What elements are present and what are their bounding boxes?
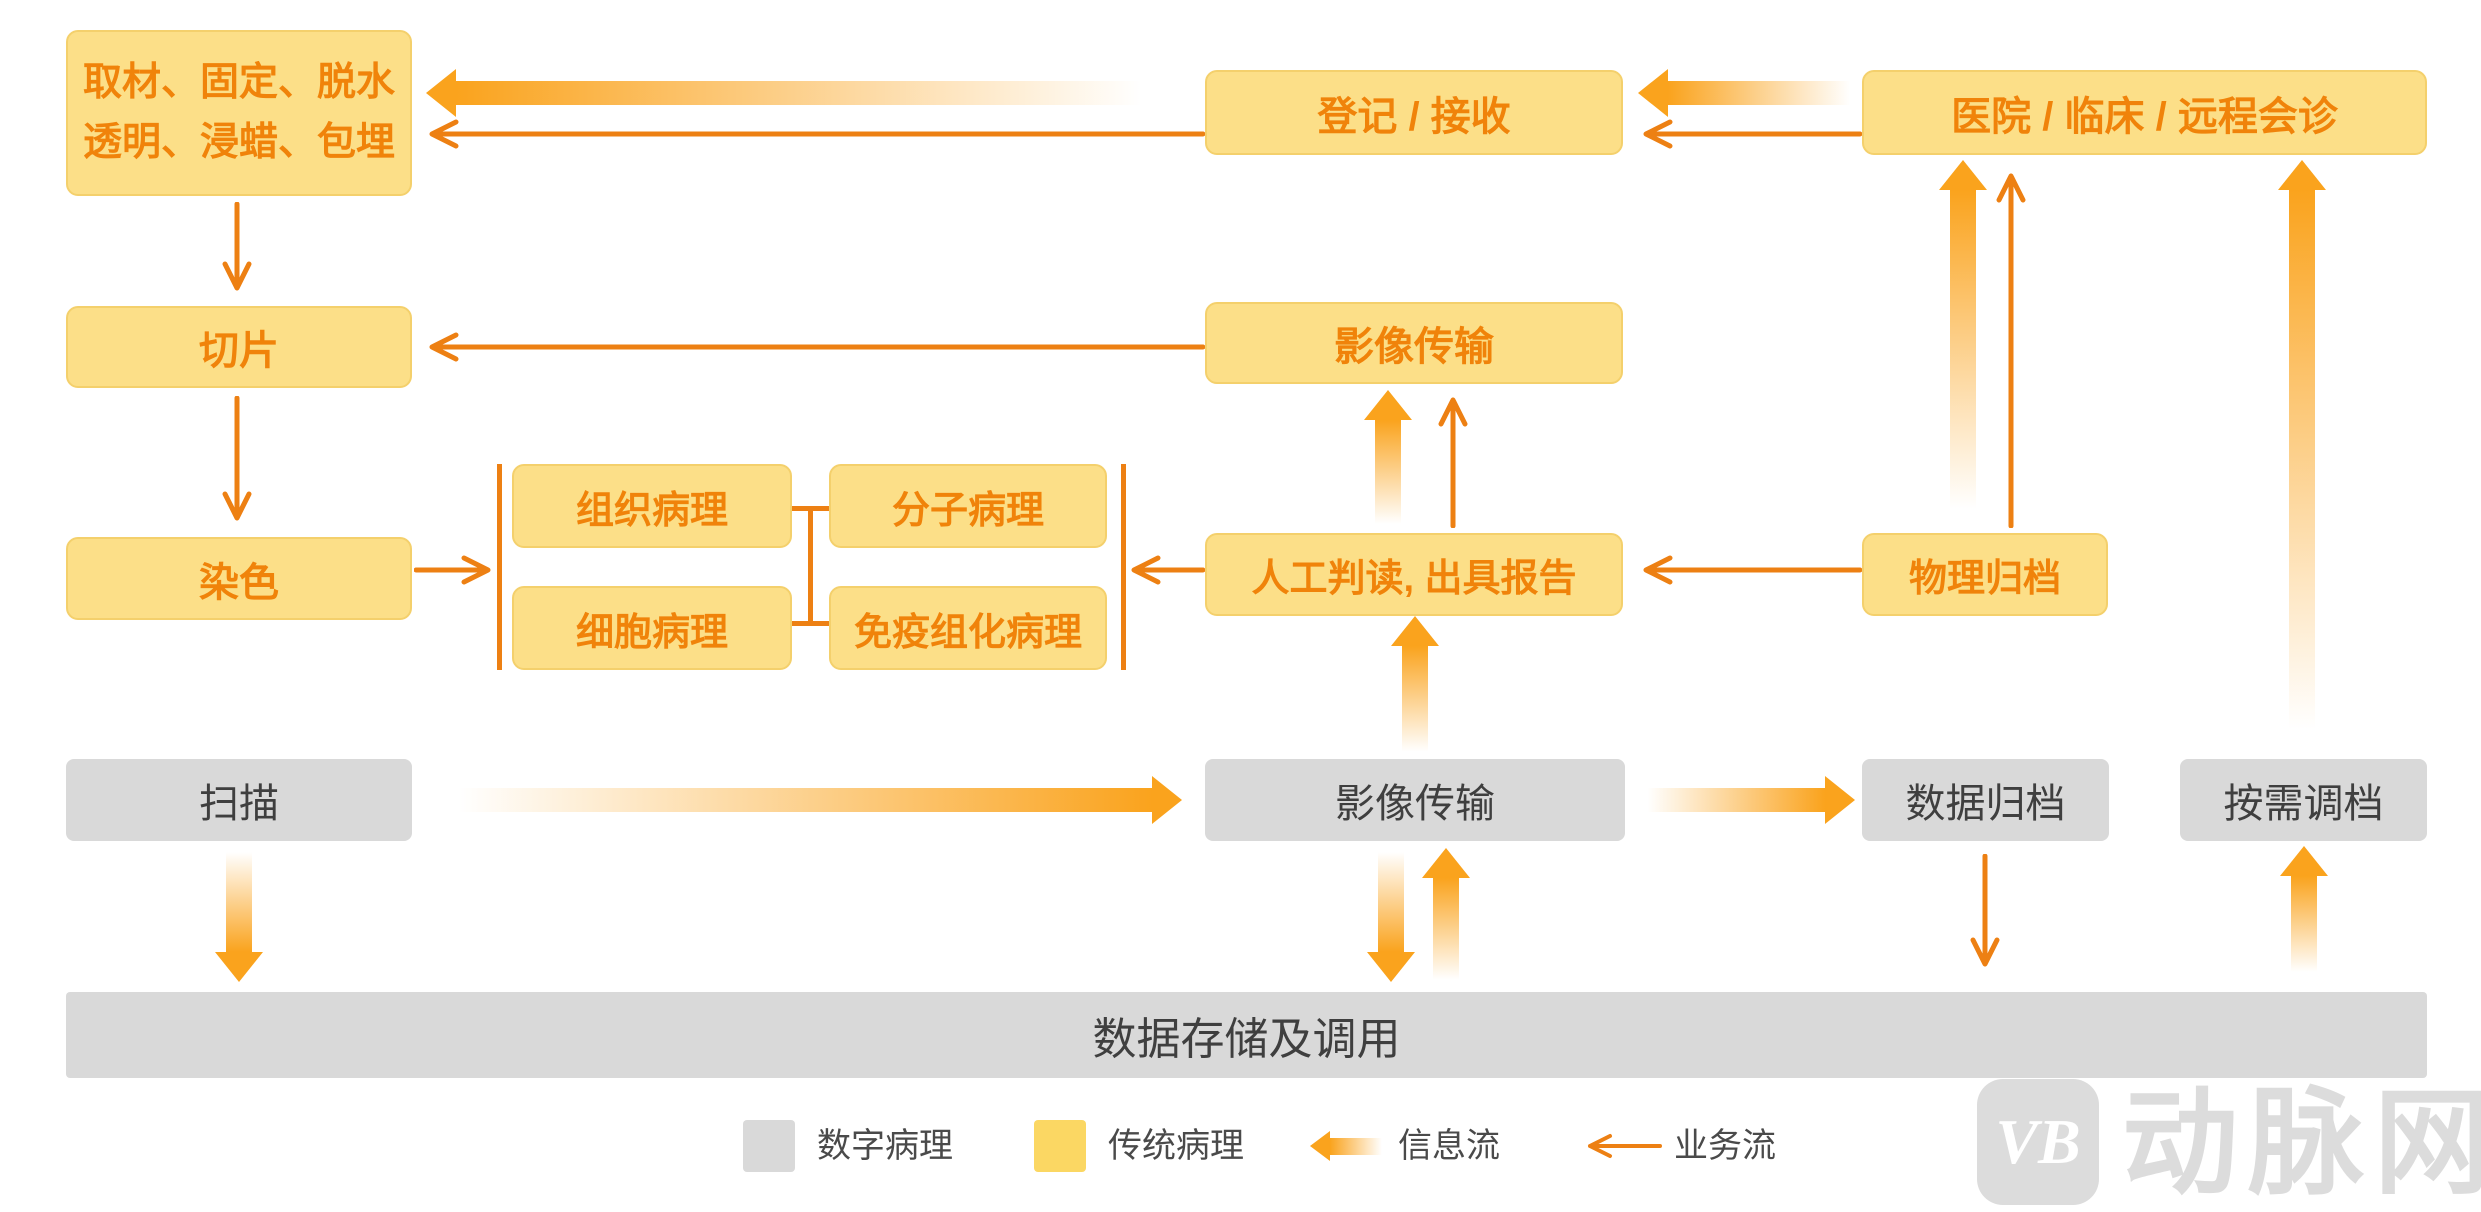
- box-cell-pathology: 细胞病理: [512, 586, 792, 670]
- info-flow-arrow-scan-to-storage: [226, 848, 252, 952]
- box-sampling-line2: 透明、浸蜡、包埋: [82, 121, 395, 164]
- legend-swatch-digital: [743, 1120, 795, 1172]
- vb-logo-text: VB: [1995, 1106, 2081, 1177]
- info-flow-arrow-image-transfer-to-reading-head: [1391, 616, 1439, 646]
- box-molecular-pathology: 分子病理: [829, 464, 1107, 548]
- bar-data-storage: 数据存储及调用: [66, 992, 2427, 1078]
- business-flow-arrow-registration-to-sampling: [429, 119, 1205, 149]
- legend-label-info-flow: 信息流: [1398, 1127, 1500, 1165]
- business-flow-arrow-physical-archive-to-hospital: [1996, 173, 2026, 528]
- legend-info-flow-arrow-icon: [1310, 1131, 1330, 1161]
- info-flow-arrow-on-demand-to-hospital-head: [2278, 160, 2326, 190]
- cluster-right-bracket: [1121, 464, 1126, 670]
- info-flow-arrow-registration-to-sampling: [456, 81, 1170, 105]
- legend-label-digital: 数字病理: [817, 1127, 953, 1165]
- box-manual-reading: 人工判读, 出具报告: [1205, 533, 1623, 616]
- info-flow-arrow-hospital-to-registration-head: [1638, 69, 1668, 117]
- info-flow-arrow-storage-to-image-transfer: [1433, 878, 1459, 984]
- legend-label-traditional: 传统病理: [1108, 1127, 1244, 1165]
- cluster-connector-rung-bottom: [792, 621, 829, 626]
- info-flow-arrow-image-transfer-to-data-archive: [1640, 788, 1825, 812]
- info-flow-arrow-image-transfer-to-storage: [1378, 848, 1404, 952]
- box-hospital-clinic-remote: 医院 / 临床 / 远程会诊: [1862, 70, 2427, 155]
- info-flow-arrow-scan-to-image-transfer-head: [1152, 776, 1182, 824]
- info-flow-arrow-storage-to-on-demand: [2291, 876, 2317, 976]
- watermark-brand-name: 动脉网: [2122, 1078, 2481, 1208]
- info-flow-arrow-image-transfer-to-reading: [1402, 646, 1428, 756]
- cluster-left-bracket: [497, 464, 502, 670]
- legend-info-flow-arrow-shaft: [1330, 1138, 1384, 1155]
- business-flow-arrow-hospital-to-registration: [1643, 119, 1862, 149]
- business-flow-arrow-reading-to-image-transfer: [1438, 397, 1468, 528]
- box-staining: 染色: [66, 537, 412, 620]
- business-flow-arrow-staining-to-cluster: [414, 555, 491, 585]
- legend-label-business-flow: 业务流: [1674, 1127, 1776, 1165]
- info-flow-arrow-hospital-to-registration: [1668, 81, 1858, 105]
- info-flow-arrow-reading-to-image-transfer-head: [1364, 390, 1412, 420]
- info-flow-arrow-physical-archive-to-hospital: [1950, 190, 1976, 522]
- info-flow-arrow-physical-archive-to-hospital-head: [1939, 160, 1987, 190]
- box-scan: 扫描: [66, 759, 412, 841]
- business-flow-arrow-image-transfer-to-slicing: [429, 332, 1205, 362]
- info-flow-arrow-storage-to-on-demand-head: [2280, 846, 2328, 876]
- legend-business-flow-arrow-icon: [1588, 1134, 1662, 1158]
- box-registration: 登记 / 接收: [1205, 70, 1623, 155]
- info-flow-arrow-image-transfer-to-storage-head: [1367, 952, 1415, 982]
- cluster-connector-vertical: [808, 506, 813, 626]
- business-flow-arrow-slicing-to-staining: [222, 396, 252, 521]
- vb-logo-icon: VB: [1977, 1079, 2099, 1205]
- box-physical-archive: 物理归档: [1862, 533, 2108, 616]
- box-tissue-pathology: 组织病理: [512, 464, 792, 548]
- info-flow-arrow-reading-to-image-transfer: [1375, 420, 1401, 528]
- box-image-transfer-digital: 影像传输: [1205, 759, 1625, 841]
- legend-swatch-traditional: [1034, 1120, 1086, 1172]
- info-flow-arrow-registration-to-sampling-head: [426, 69, 456, 117]
- box-slicing: 切片: [66, 306, 412, 388]
- business-flow-arrow-reading-to-cluster: [1131, 555, 1205, 585]
- box-data-archive: 数据归档: [1862, 759, 2109, 841]
- box-sampling-line1: 取材、固定、脱水: [82, 60, 395, 104]
- business-flow-arrow-sampling-to-slicing: [222, 202, 252, 291]
- info-flow-arrow-on-demand-to-hospital: [2289, 190, 2315, 752]
- info-flow-arrow-image-transfer-to-data-archive-head: [1825, 776, 1855, 824]
- box-image-transfer-traditional: 影像传输: [1205, 302, 1623, 384]
- info-flow-arrow-storage-to-image-transfer-head: [1422, 848, 1470, 878]
- info-flow-arrow-scan-to-storage-head: [215, 952, 263, 982]
- info-flow-arrow-scan-to-image-transfer: [430, 788, 1152, 812]
- box-sampling-fixation: 取材、固定、脱水 透明、浸蜡、包埋: [66, 30, 412, 196]
- business-flow-arrow-data-archive-to-storage: [1970, 854, 2000, 967]
- box-on-demand-retrieval: 按需调档: [2180, 759, 2427, 841]
- business-flow-arrow-physical-archive-to-reading: [1643, 555, 1862, 585]
- cluster-connector-rung-top: [792, 506, 829, 511]
- box-ihc-pathology: 免疫组化病理: [829, 586, 1107, 670]
